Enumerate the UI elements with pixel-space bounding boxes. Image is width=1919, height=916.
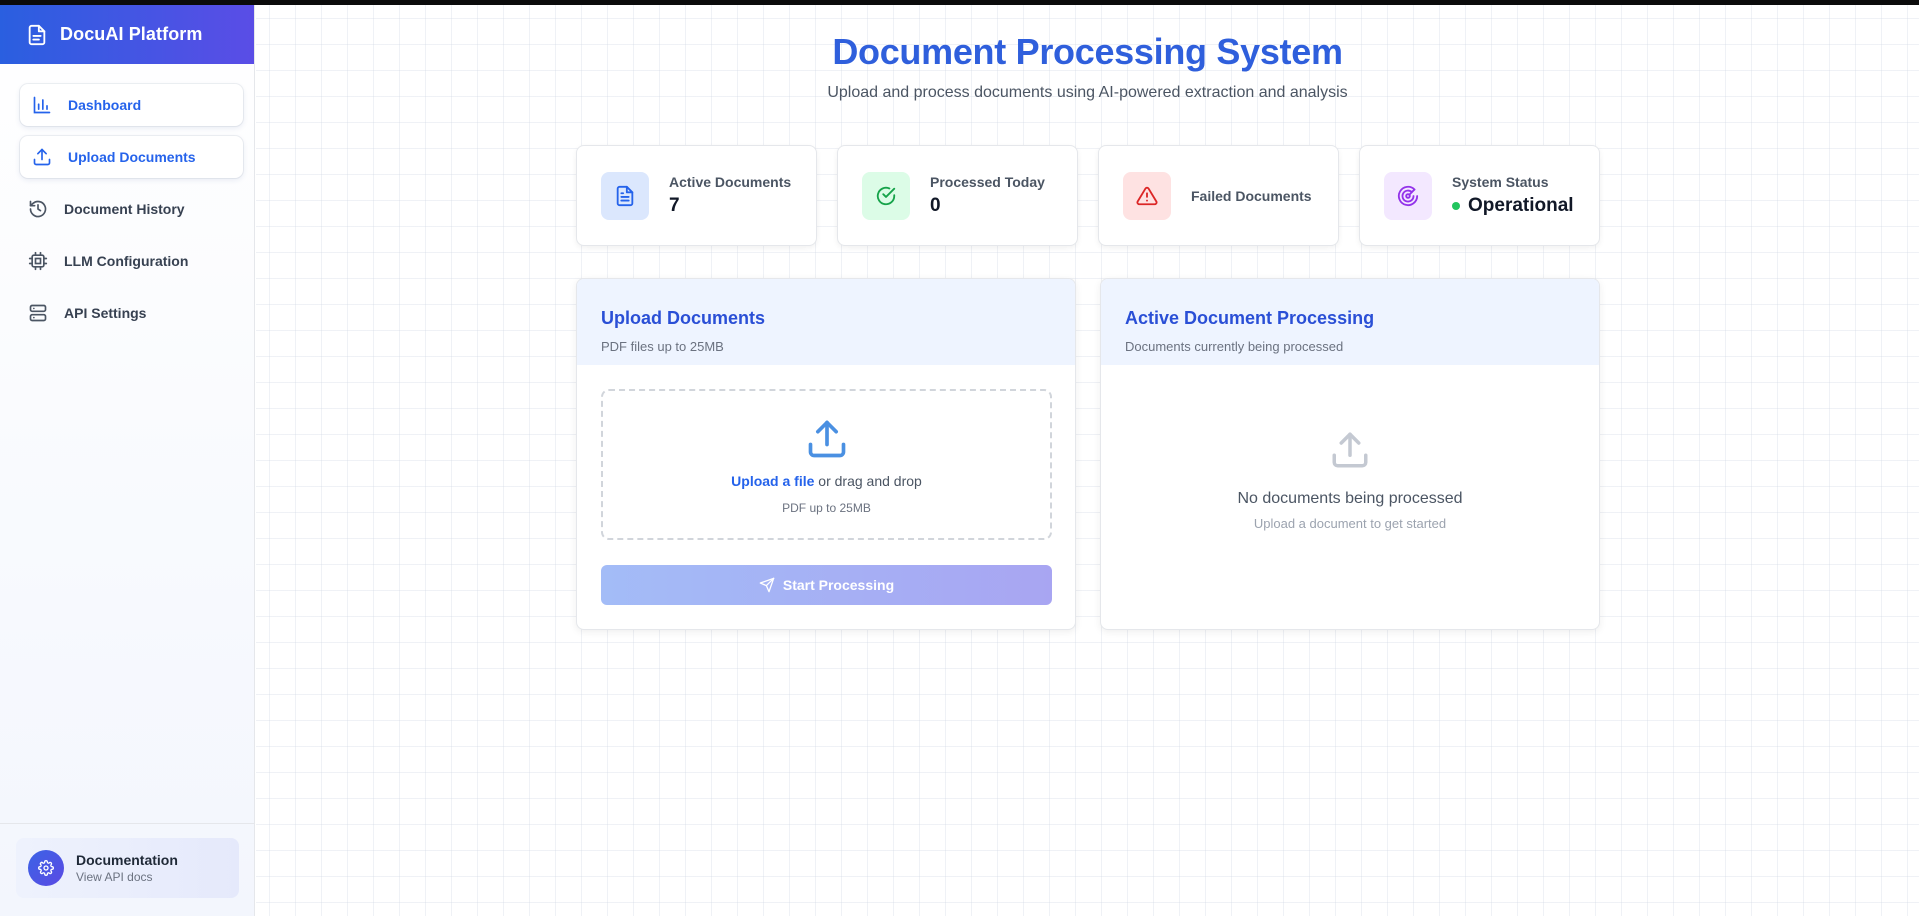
file-text-icon <box>601 171 649 220</box>
documentation-subtitle: View API docs <box>76 870 153 884</box>
brand-title: DocuAI Platform <box>60 24 203 44</box>
status-dot <box>1452 201 1460 210</box>
stat-label: System Status <box>1452 173 1549 190</box>
page-subtitle: Upload and process documents using AI-po… <box>827 84 1348 101</box>
upload-icon <box>1332 432 1368 468</box>
empty-state: No documents being processed Upload a do… <box>1101 429 1599 531</box>
main-content: Document Processing System Upload and pr… <box>256 5 1919 916</box>
upload-file-link[interactable]: Upload a file <box>731 473 815 489</box>
brand-header[interactable]: DocuAI Platform <box>0 5 254 64</box>
document-icon <box>26 24 48 46</box>
upload-panel: Upload Documents PDF files up to 25MB Up… <box>576 278 1076 630</box>
sidebar-item-api-settings[interactable]: API Settings <box>20 292 243 334</box>
stats-row: Active Documents 7 Processed Today 0 Fai… <box>576 145 1600 246</box>
sidebar-item-label: API Settings <box>64 305 147 321</box>
sidebar-item-document-history[interactable]: Document History <box>20 188 243 230</box>
processing-panel-header: Active Document Processing Documents cur… <box>1101 279 1599 365</box>
processing-panel: Active Document Processing Documents cur… <box>1100 278 1600 630</box>
stat-value: 7 <box>669 194 680 216</box>
cpu-icon <box>28 251 48 271</box>
sidebar-item-label: LLM Configuration <box>64 253 189 269</box>
sidebar-item-label: Document History <box>64 201 185 217</box>
dropzone-text: Upload a file or drag and drop <box>603 473 1050 489</box>
send-icon <box>759 577 775 593</box>
upload-panel-subtitle: PDF files up to 25MB <box>601 339 724 354</box>
sidebar-item-label: Dashboard <box>68 97 142 113</box>
upload-panel-title: Upload Documents <box>601 308 766 328</box>
history-icon <box>28 199 48 219</box>
upload-icon <box>808 420 846 458</box>
sidebar-item-llm-configuration[interactable]: LLM Configuration <box>20 240 243 282</box>
empty-state-title: No documents being processed <box>1237 490 1463 507</box>
stat-label: Active Documents <box>669 173 792 190</box>
bar-chart-icon <box>32 95 52 115</box>
empty-state-subtitle: Upload a document to get started <box>1253 516 1447 531</box>
stat-card-failed-documents: Failed Documents <box>1098 145 1339 246</box>
stat-label: Processed Today <box>930 173 1045 190</box>
sidebar: DocuAI Platform Dashboard Upload Documen… <box>0 5 255 916</box>
alert-triangle-icon <box>1123 171 1171 220</box>
server-icon <box>28 303 48 323</box>
upload-icon <box>32 147 52 167</box>
dropzone-hint: PDF up to 25MB <box>782 501 871 515</box>
radar-icon <box>1384 171 1432 220</box>
stat-label: Failed Documents <box>1191 187 1312 204</box>
check-circle-icon <box>862 171 910 220</box>
sidebar-footer: Documentation View API docs <box>0 823 255 916</box>
stat-card-system-status: System Status Operational <box>1359 145 1600 246</box>
sidebar-nav: Dashboard Upload Documents Document Hist… <box>0 64 254 334</box>
window-top-bar <box>0 0 1919 5</box>
gear-icon <box>28 850 64 886</box>
file-dropzone[interactable]: Upload a file or drag and drop PDF up to… <box>601 389 1052 540</box>
status-text: Operational <box>1468 194 1574 216</box>
documentation-link[interactable]: Documentation View API docs <box>16 838 239 898</box>
processing-panel-subtitle: Documents currently being processed <box>1125 339 1344 354</box>
documentation-title: Documentation <box>76 852 178 868</box>
stat-card-processed-today: Processed Today 0 <box>837 145 1078 246</box>
upload-panel-header: Upload Documents PDF files up to 25MB <box>577 279 1075 365</box>
start-processing-label: Start Processing <box>782 577 895 593</box>
stat-card-active-documents: Active Documents 7 <box>576 145 817 246</box>
system-status-value: Operational <box>1452 193 1574 219</box>
sidebar-item-label: Upload Documents <box>68 149 196 165</box>
drag-drop-text: or drag and drop <box>814 473 922 489</box>
page-title: Document Processing System <box>832 31 1343 72</box>
stat-value: 0 <box>930 194 941 216</box>
sidebar-item-upload-documents[interactable]: Upload Documents <box>20 136 243 178</box>
sidebar-item-dashboard[interactable]: Dashboard <box>20 84 243 126</box>
start-processing-button[interactable]: Start Processing <box>601 565 1052 605</box>
processing-panel-title: Active Document Processing <box>1125 308 1375 328</box>
